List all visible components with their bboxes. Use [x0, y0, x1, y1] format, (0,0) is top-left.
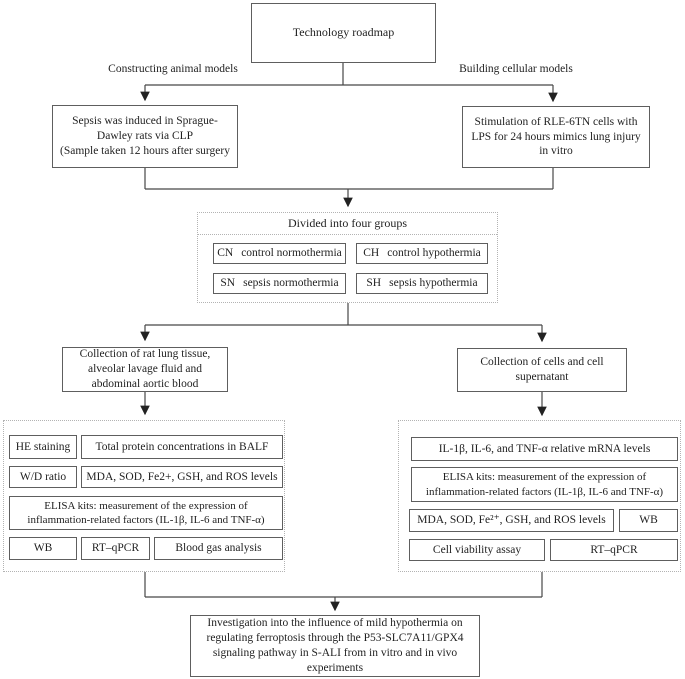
- group-code: SN: [220, 277, 236, 290]
- cellular-model-box: Stimulation of RLE-6TN cells with LPS fo…: [462, 106, 650, 168]
- group-code: CN: [217, 247, 234, 260]
- assay-wb-animal: WB: [9, 537, 77, 560]
- animal-assays-panel: HE staining Total protein concentrations…: [3, 420, 285, 572]
- assay-rtqpcr-cell: RT–qPCR: [550, 539, 678, 561]
- assay-mrna-levels: IL-1β, IL-6, and TNF-α relative mRNA lev…: [411, 437, 678, 461]
- group-code: SH: [366, 277, 382, 290]
- group-box-cn: CN control normothermia: [213, 243, 346, 264]
- branch-label-cellular: Building cellular models: [459, 63, 573, 75]
- grouping-title: Divided into four groups: [198, 213, 497, 235]
- assay-rtqpcr-animal: RT–qPCR: [81, 537, 150, 560]
- group-label: sepsis normothermia: [243, 277, 339, 290]
- assay-wb-cell: WB: [619, 509, 678, 532]
- group-box-sh: SH sepsis hypothermia: [356, 273, 488, 294]
- group-box-ch: CH control hypothermia: [356, 243, 488, 264]
- group-box-sn: SN sepsis normothermia: [213, 273, 346, 294]
- grouping-panel: Divided into four groups CN control norm…: [197, 212, 498, 303]
- assay-mda-animal: MDA, SOD, Fe2+, GSH, and ROS levels: [81, 466, 283, 488]
- group-label: sepsis hypothermia: [389, 277, 478, 290]
- animal-model-box: Sepsis was induced in Sprague- Dawley ra…: [52, 105, 238, 168]
- technology-roadmap-box: Technology roadmap: [251, 3, 436, 63]
- assay-he-staining: HE staining: [9, 435, 77, 459]
- assay-wd-ratio: W/D ratio: [9, 466, 77, 488]
- assay-elisa-animal: ELISA kits: measurement of the expressio…: [9, 496, 283, 530]
- assay-blood-gas: Blood gas analysis: [154, 537, 283, 560]
- animal-collection-box: Collection of rat lung tissue, alveolar …: [62, 347, 228, 392]
- cell-assays-panel: IL-1β, IL-6, and TNF-α relative mRNA lev…: [398, 420, 681, 572]
- conclusion-box: Investigation into the influence of mild…: [190, 615, 480, 677]
- assay-cell-viability: Cell viability assay: [409, 539, 545, 561]
- cell-collection-box: Collection of cells and cell supernatant: [457, 348, 627, 392]
- group-label: control normothermia: [241, 247, 342, 260]
- group-code: CH: [363, 247, 380, 260]
- assay-elisa-cell: ELISA kits: measurement of the expressio…: [411, 467, 678, 502]
- assay-total-protein: Total protein concentrations in BALF: [81, 435, 283, 459]
- assay-mda-cell: MDA, SOD, Fe²⁺, GSH, and ROS levels: [409, 509, 614, 532]
- branch-label-animal: Constructing animal models: [108, 63, 238, 75]
- group-label: control hypothermia: [387, 247, 481, 260]
